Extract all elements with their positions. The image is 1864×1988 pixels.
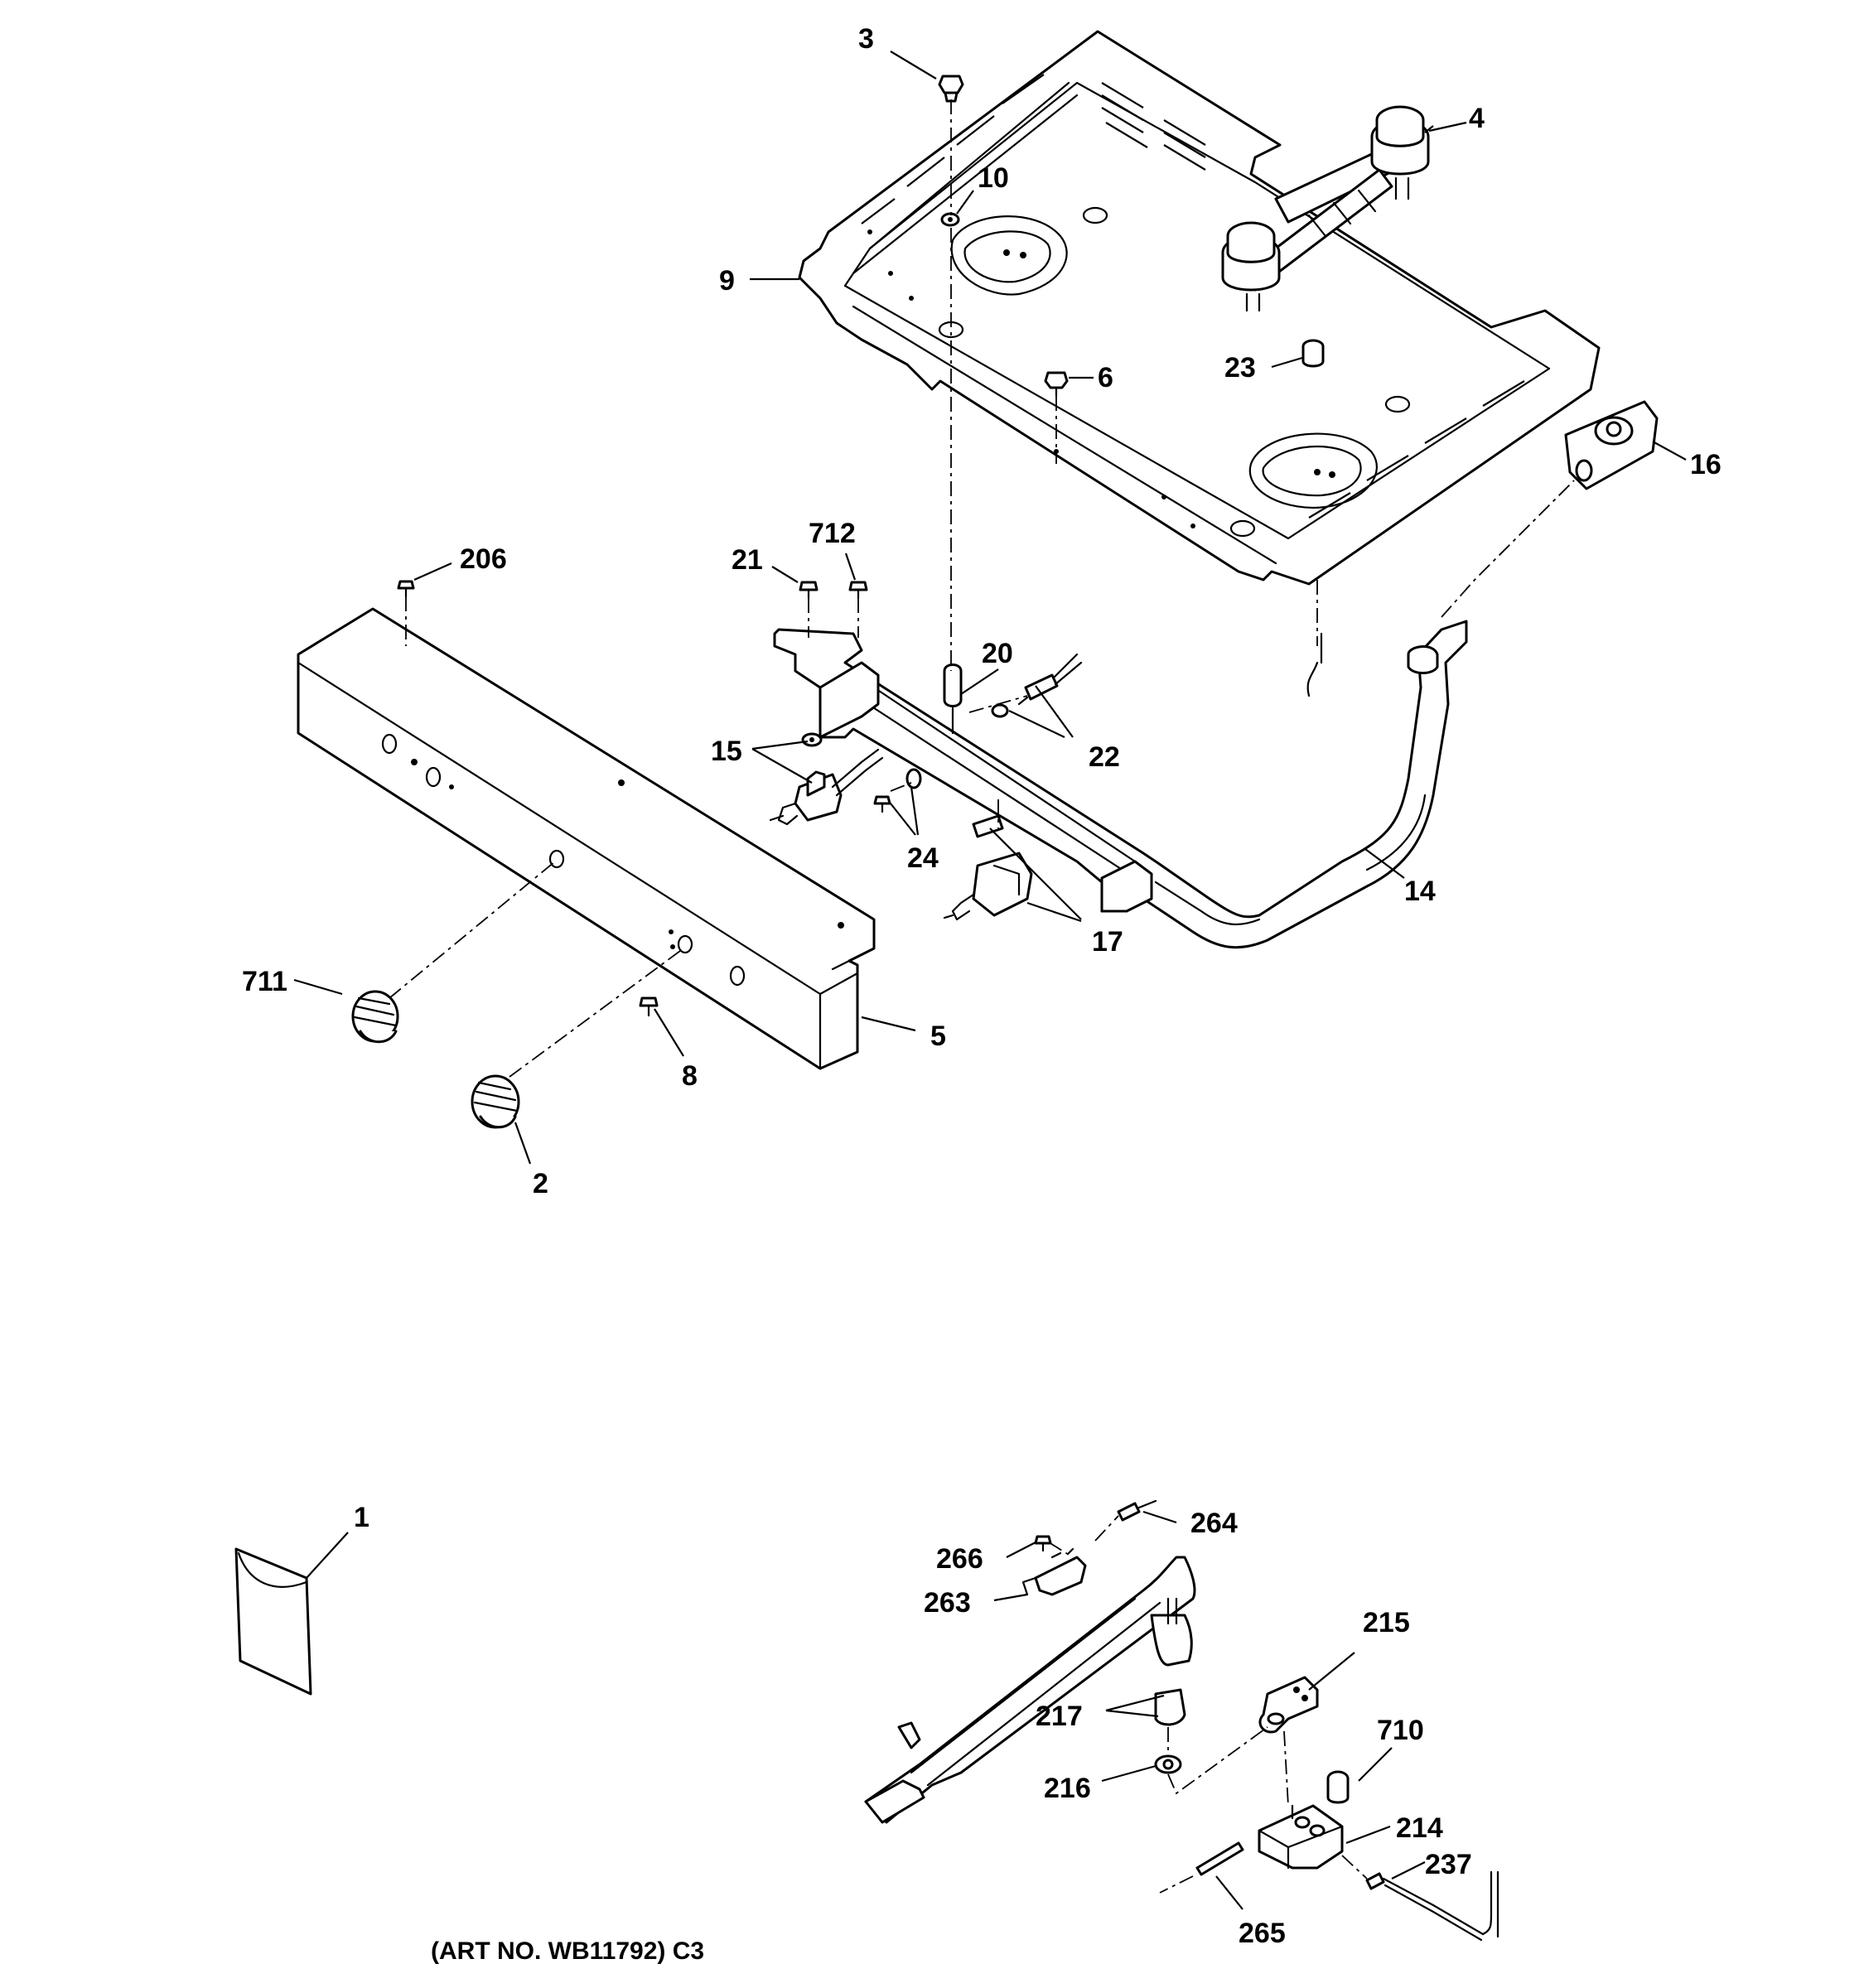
manifold-pipe[interactable] <box>773 620 1468 949</box>
callout-17: 17 <box>1092 926 1123 958</box>
knob-2[interactable] <box>471 1074 520 1129</box>
callout-21: 21 <box>732 544 763 576</box>
art-number: (ART NO. WB11792) C3 <box>431 1937 704 1965</box>
nut-10[interactable] <box>940 212 960 227</box>
thermostat-214[interactable] <box>1258 1804 1344 1870</box>
screw-8[interactable] <box>639 996 659 1017</box>
callout-206: 206 <box>460 543 507 575</box>
screw-21[interactable] <box>799 581 819 600</box>
electrode-22[interactable] <box>1017 653 1083 706</box>
callout-6: 6 <box>1098 362 1113 393</box>
burner-assembly[interactable] <box>1221 105 1430 312</box>
callout-10: 10 <box>978 162 1009 194</box>
orifice-23[interactable] <box>1301 339 1325 368</box>
alignment-lines <box>389 99 1575 1894</box>
callout-15: 15 <box>711 736 742 767</box>
cap-710[interactable] <box>1326 1770 1350 1804</box>
callout-216: 216 <box>1044 1773 1091 1804</box>
callout-23: 23 <box>1224 352 1256 384</box>
callout-24: 24 <box>907 842 939 874</box>
pin-265[interactable] <box>1195 1841 1244 1876</box>
thermal-bulb-237[interactable] <box>1365 1870 1499 1942</box>
callout-712: 712 <box>809 518 856 549</box>
burner-box[interactable] <box>798 30 1601 586</box>
control-panel[interactable] <box>297 607 876 1070</box>
screw-3[interactable] <box>938 75 964 103</box>
callout-217: 217 <box>1036 1701 1083 1732</box>
callout-22: 22 <box>1089 741 1120 773</box>
callout-14: 14 <box>1404 876 1436 907</box>
oven-burner-assembly[interactable] <box>864 1556 1196 1824</box>
leader-lines <box>293 51 1687 1910</box>
callout-5: 5 <box>930 1021 946 1052</box>
callout-labels: 3 4 10 9 6 23 16 206 21 712 20 22 15 24 … <box>242 23 1722 1965</box>
callout-266: 266 <box>936 1543 983 1575</box>
callout-4: 4 <box>1469 103 1485 134</box>
screw-712[interactable] <box>848 581 868 600</box>
callout-9: 9 <box>719 265 735 297</box>
callout-215: 215 <box>1363 1607 1410 1638</box>
knob-711[interactable] <box>351 990 399 1044</box>
callout-16: 16 <box>1690 449 1722 480</box>
nut-22[interactable] <box>991 703 1009 718</box>
callout-214: 214 <box>1396 1812 1443 1844</box>
callout-710: 710 <box>1377 1715 1424 1746</box>
callout-8: 8 <box>682 1060 698 1092</box>
callout-711: 711 <box>242 966 287 997</box>
oven-valve[interactable] <box>943 814 1033 921</box>
igniter-263[interactable] <box>1021 1547 1087 1596</box>
burner-valve[interactable] <box>769 748 884 826</box>
callout-237: 237 <box>1425 1849 1472 1880</box>
washer-15[interactable] <box>801 732 823 747</box>
callout-3: 3 <box>858 23 874 55</box>
callout-263: 263 <box>924 1587 971 1619</box>
screw-206[interactable] <box>397 580 415 598</box>
bracket-215[interactable] <box>1258 1676 1319 1734</box>
connector-264[interactable] <box>1117 1499 1157 1522</box>
callout-265: 265 <box>1239 1918 1286 1949</box>
callout-1: 1 <box>354 1502 369 1533</box>
callout-20: 20 <box>982 638 1013 669</box>
screw-6[interactable] <box>1044 371 1069 398</box>
screw-266[interactable] <box>1034 1535 1052 1552</box>
bracket-16[interactable] <box>1564 400 1659 490</box>
callout-264: 264 <box>1190 1508 1238 1539</box>
literature-envelope[interactable] <box>234 1547 312 1696</box>
callout-2: 2 <box>533 1168 548 1199</box>
screw-24[interactable] <box>873 768 922 813</box>
